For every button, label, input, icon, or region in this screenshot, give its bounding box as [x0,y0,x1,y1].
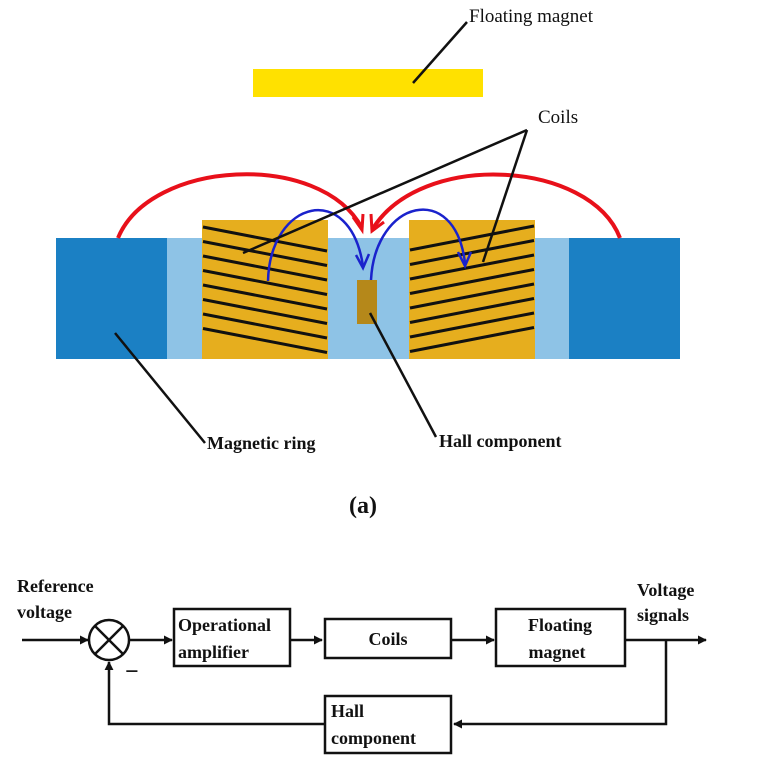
label-floating-magnet-2: magnet [529,642,586,662]
winding-line [202,240,328,267]
magnetic-ring-left [56,238,167,359]
winding-line [409,311,535,339]
block-operational-amplifier [172,607,292,668]
feedback-path-to-junction [104,661,325,726]
label-hall-component: Hall component [439,431,562,451]
coil-right-windings [409,224,535,353]
blue-flux-arc-left [266,208,365,282]
winding-line [202,327,328,354]
leader-floating-magnet [412,21,468,84]
winding-line [202,298,328,325]
label-voltage-signals-1: Voltage [637,580,694,600]
label-opamp-1: Operational [178,615,271,635]
label-magnetic-ring: Magnetic ring [207,433,315,453]
label-opamp-2: amplifier [178,642,249,662]
part-b-block-diagram: Reference voltage − Operational amplifie… [17,576,707,755]
block-hall-component [323,694,453,755]
label-floating-magnet-1: Floating [528,615,592,635]
winding-line [409,297,535,324]
blue-flux-arrowhead-left [354,253,371,271]
leader-coils-right [481,129,529,263]
red-flux-arrowhead-left [351,213,365,235]
winding-line [202,254,328,282]
block-floating-magnet [494,607,627,668]
red-flux-arc-left [116,172,364,239]
block-coils [323,617,453,660]
leader-coils-left [242,128,528,255]
label-hall-2: component [331,728,416,748]
magnetic-ring-right [569,238,680,359]
blue-flux-arc-right [369,208,467,281]
label-negative-sign: − [125,659,139,685]
winding-line [202,312,328,340]
red-flux-arc-right [370,172,622,239]
caption-a: (a) [349,493,377,519]
leader-hall-component [368,312,438,438]
winding-line [409,268,535,295]
part-a-physical-diagram: Floating magnet Coils Magnetic ring Hall… [56,6,680,519]
label-floating-magnet: Floating magnet [469,6,594,27]
label-reference-voltage-2: voltage [17,602,72,622]
label-coils: Coils [538,107,578,128]
winding-line [409,282,535,310]
winding-line [409,253,535,281]
winding-line [202,269,328,296]
label-hall-1: Hall [331,701,364,721]
red-flux-arrowhead-right [369,213,385,234]
hall-sensor [357,280,377,324]
label-voltage-signals-2: signals [637,605,689,625]
summing-junction [87,618,131,662]
floating-magnet-bar [253,69,483,97]
winding-line [202,283,328,311]
winding-line [409,224,535,252]
blue-flux-arrowhead-right [456,251,473,269]
winding-line [202,225,328,253]
leader-magnetic-ring [114,332,206,444]
label-reference-voltage-1: Reference [17,576,94,596]
feedback-path-to-hall [453,640,668,729]
winding-line [409,326,535,353]
label-coils-block: Coils [368,629,407,649]
coil-left-windings [202,225,328,354]
